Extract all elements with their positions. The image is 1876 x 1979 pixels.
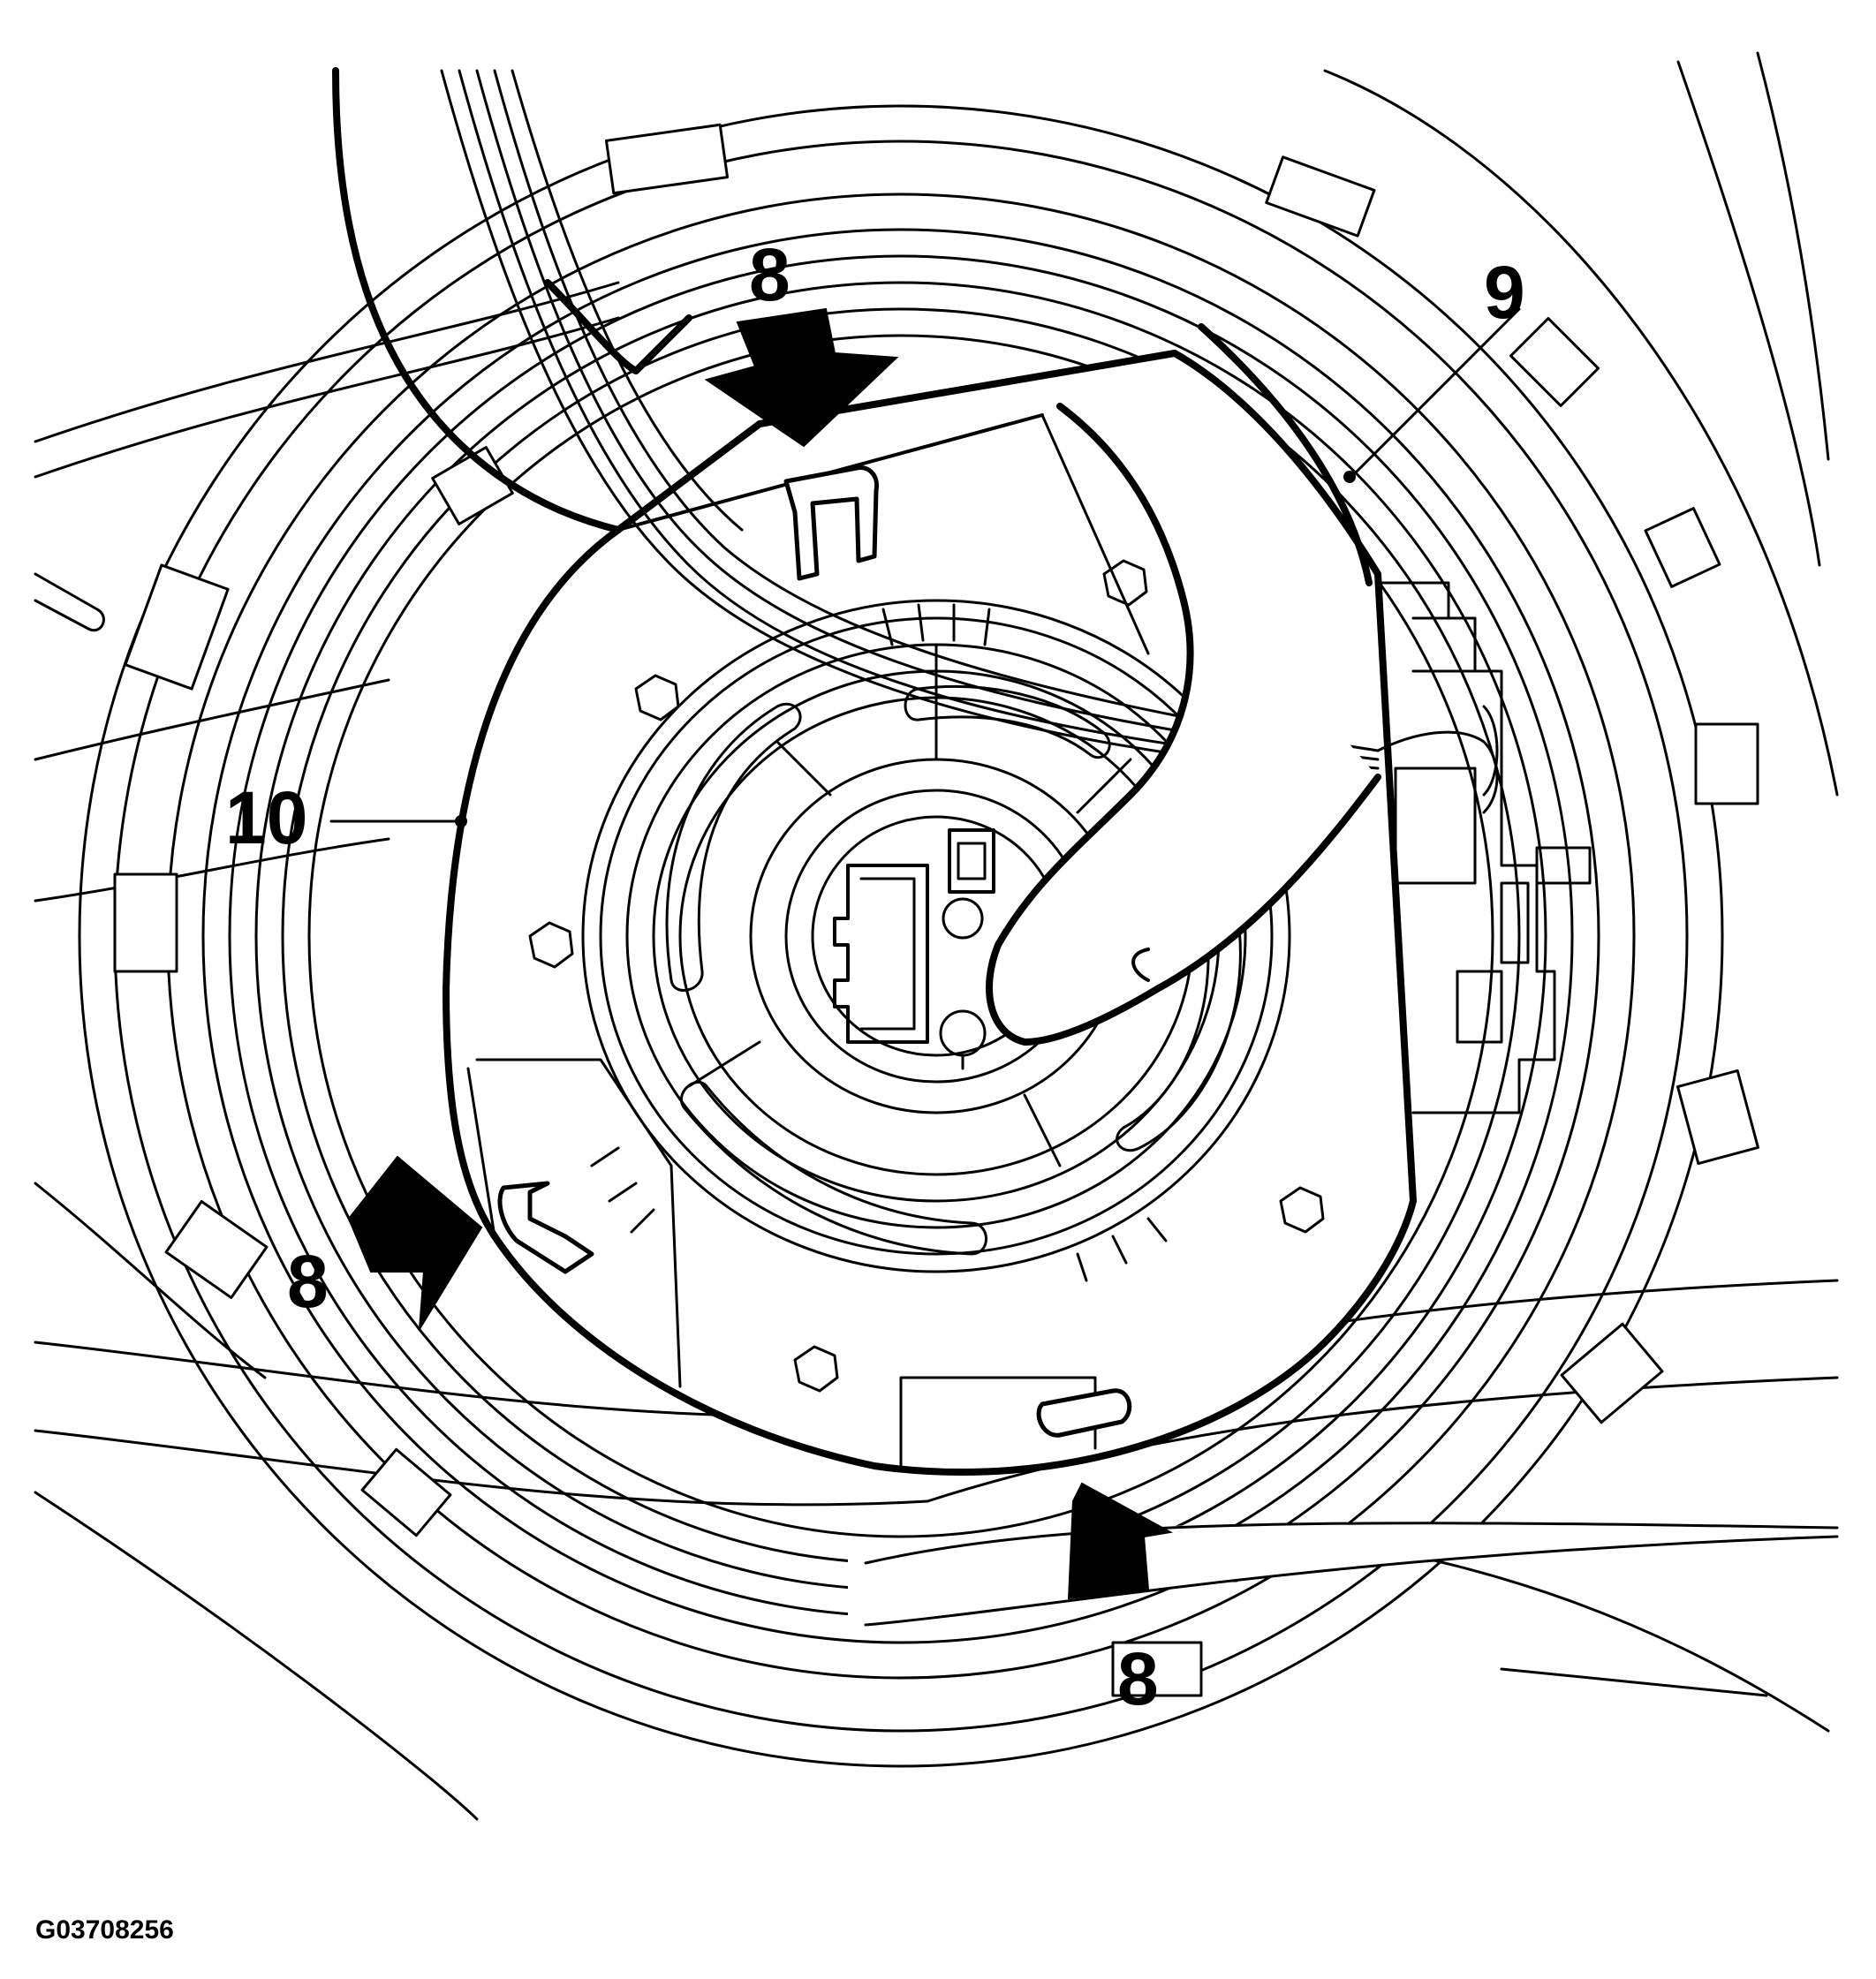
lower-harness xyxy=(848,1522,1839,1627)
figure-id: G03708256 xyxy=(35,1915,174,1945)
callout-8-bottom: 8 xyxy=(1117,1637,1159,1720)
callout-8-top: 8 xyxy=(749,233,790,316)
leader-lines xyxy=(329,307,1521,827)
callout-labels: 8 8 8 9 10 xyxy=(225,233,1525,1720)
callout-10: 10 xyxy=(225,776,307,859)
clock-spring-body xyxy=(443,350,1417,1476)
retaining-clips xyxy=(497,465,1132,1438)
release-arrows xyxy=(347,307,1174,1600)
arrow-top-icon xyxy=(704,307,899,448)
ring-housing xyxy=(78,104,1759,1768)
callout-9: 9 xyxy=(1484,251,1525,334)
center-connector xyxy=(833,828,995,1070)
arrow-bottom-icon xyxy=(1067,1482,1174,1600)
technician-finger xyxy=(986,403,1381,1046)
leader-10-dot xyxy=(455,815,467,827)
arrow-left-icon xyxy=(347,1155,483,1330)
wire-harness xyxy=(440,69,1499,814)
side-connector-block xyxy=(1376,581,1592,1114)
leader-9-dot xyxy=(1343,471,1356,483)
callout-8-left: 8 xyxy=(287,1240,329,1323)
column-cover-band xyxy=(332,67,1373,586)
